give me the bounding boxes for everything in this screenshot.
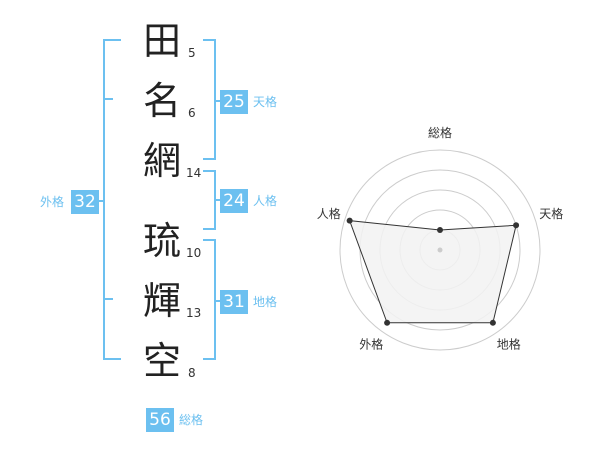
jinkaku-bracket-connector	[214, 199, 222, 201]
stroke-count-3: 14	[186, 166, 202, 180]
outer-bracket-connector	[98, 200, 105, 202]
radar-point-5	[346, 217, 353, 224]
radar-point-1	[437, 227, 443, 233]
chikaku-bracket	[203, 239, 216, 360]
soukaku-label: 総格	[179, 413, 204, 427]
jinkaku-label: 人格	[253, 194, 278, 208]
radar-point-4	[384, 319, 391, 326]
name-char-5: 輝	[142, 279, 181, 323]
name-char-1: 田	[142, 19, 181, 63]
radar-grid-ring	[339, 149, 541, 351]
gaikaku-score: 32	[71, 190, 99, 214]
tenkaku-bracket	[203, 39, 216, 160]
radar-axis-label: 地格	[497, 337, 521, 352]
radar-point-3	[489, 319, 496, 326]
tenkaku-label: 天格	[253, 95, 278, 109]
radar-axis-label: 外格	[359, 337, 383, 352]
radar-axis-label: 人格	[317, 206, 341, 221]
outer-bracket-tick-bottom	[103, 298, 113, 300]
radar-series-area	[348, 220, 517, 324]
tenkaku-bracket-connector	[214, 100, 222, 102]
stroke-count-6: 8	[188, 366, 196, 380]
stroke-count-4: 10	[186, 246, 202, 260]
radar-center-dot	[437, 247, 443, 253]
stroke-count-1: 5	[188, 46, 196, 60]
soukaku-score: 56	[146, 408, 174, 432]
outer-bracket	[103, 39, 121, 360]
outer-bracket-tick-top	[103, 98, 113, 100]
radar-axis-label: 天格	[539, 206, 563, 221]
gaikaku-label: 外格	[40, 195, 65, 209]
name-char-6: 空	[142, 339, 181, 383]
name-char-2: 名	[142, 79, 181, 123]
stroke-count-2: 6	[188, 106, 196, 120]
jinkaku-score: 24	[220, 189, 248, 213]
chikaku-bracket-connector	[214, 300, 222, 302]
name-char-3: 網	[142, 139, 181, 183]
radar-axis-label: 総格	[428, 125, 452, 140]
chikaku-score: 31	[220, 290, 248, 314]
name-char-4: 琉	[142, 219, 181, 263]
tenkaku-score: 25	[220, 90, 248, 114]
chikaku-label: 地格	[253, 295, 278, 309]
radar-point-2	[513, 222, 520, 229]
stroke-count-5: 13	[186, 306, 202, 320]
